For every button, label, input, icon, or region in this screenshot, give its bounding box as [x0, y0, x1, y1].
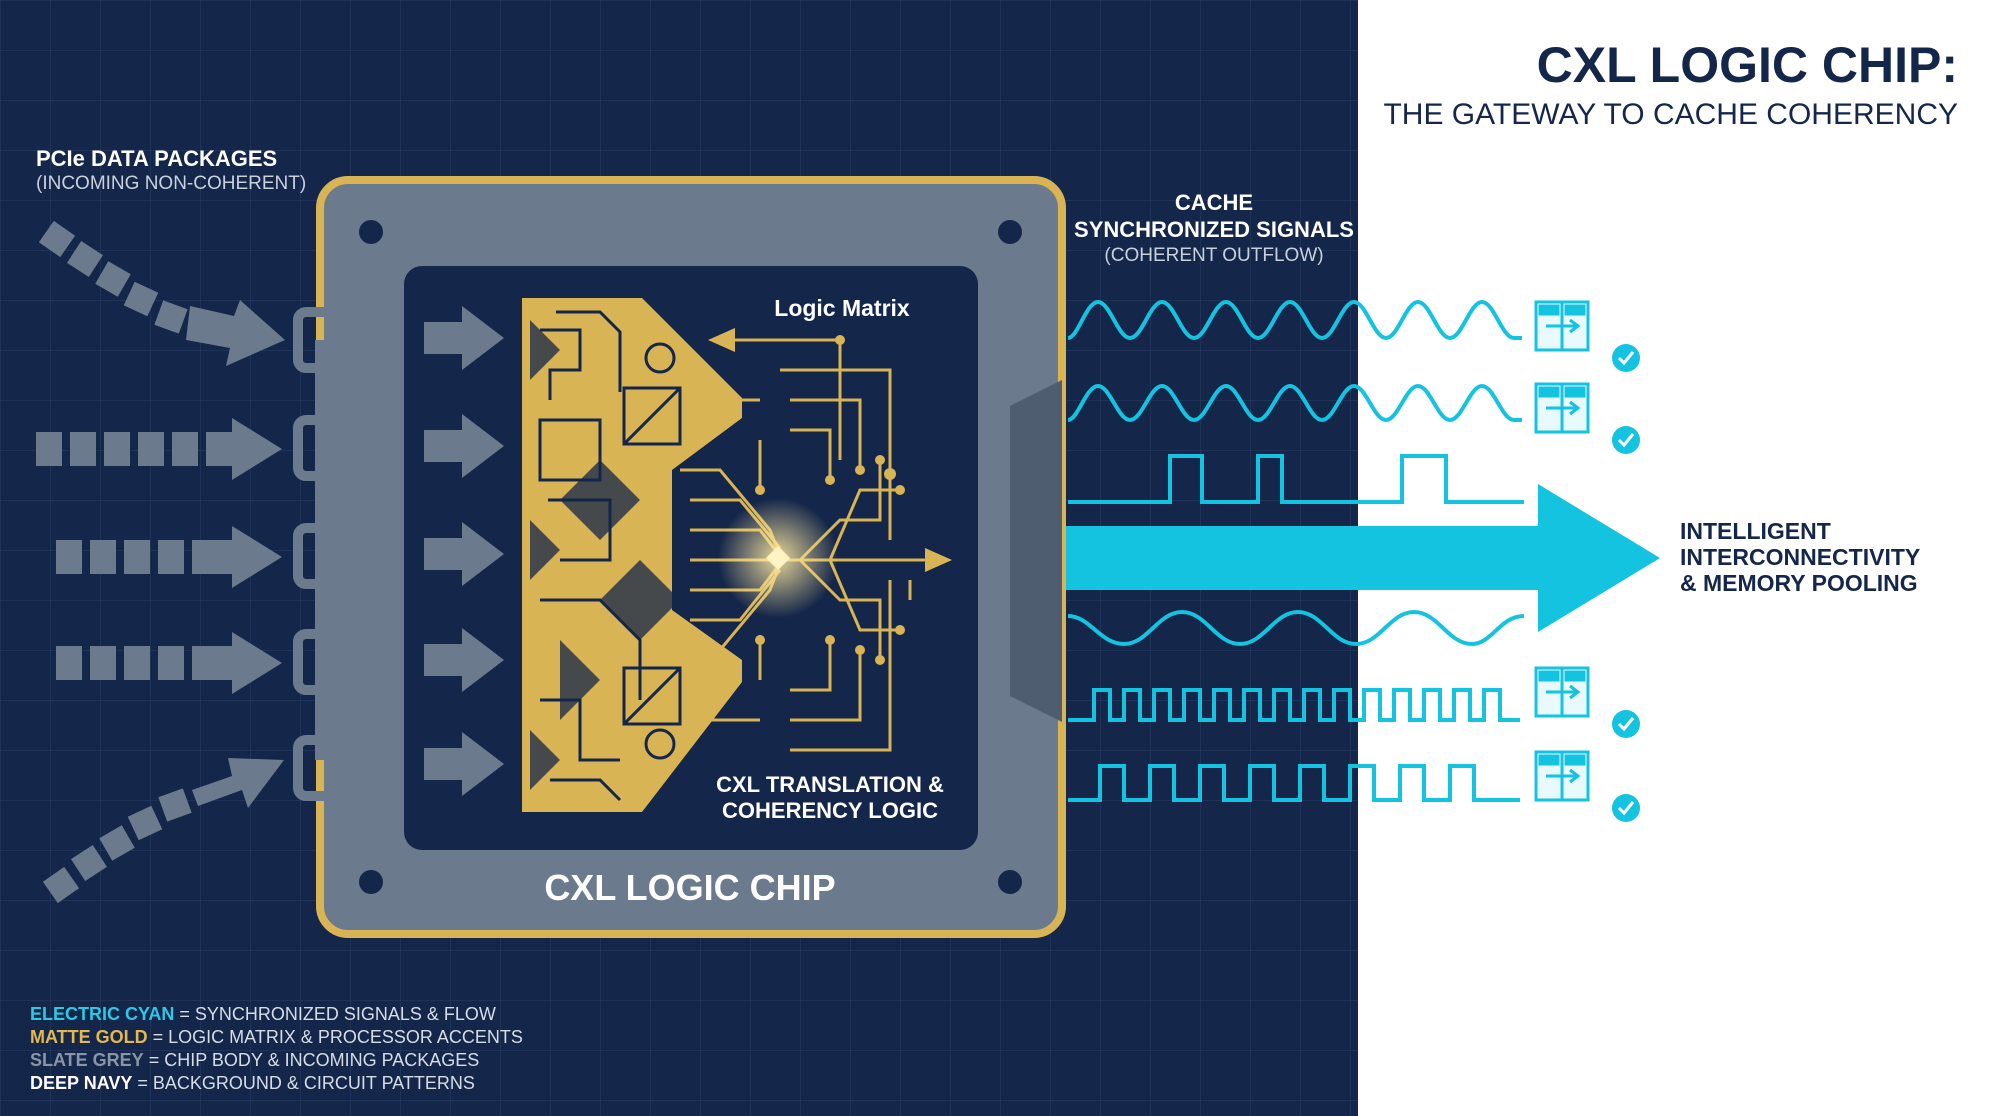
- legend-desc: = LOGIC MATRIX & PROCESSOR ACCENTS: [148, 1027, 523, 1047]
- legend-item: SLATE GREY = CHIP BODY & INCOMING PACKAG…: [30, 1050, 479, 1070]
- legend-key: SLATE GREY: [30, 1050, 144, 1070]
- logic-description-line2: COHERENCY LOGIC: [722, 798, 938, 823]
- internal-arrows: [424, 306, 504, 796]
- color-legend: ELECTRIC CYAN = SYNCHRONIZED SIGNALS & F…: [30, 1004, 523, 1093]
- output-label-line2: SYNCHRONIZED SIGNALS: [1074, 217, 1354, 242]
- packet-stream-5: [42, 758, 284, 904]
- cache-sync-icon: [1534, 750, 1640, 822]
- chip-screw: [998, 220, 1022, 244]
- sine-signal-3: [1067, 609, 1525, 647]
- chip: Logic Matrix CXL TRANSLATION & COHERENCY…: [293, 176, 1066, 938]
- input-label: PCIe DATA PACKAGES: [36, 146, 277, 171]
- chip-name: CXL LOGIC CHIP: [544, 867, 835, 908]
- legend-item: ELECTRIC CYAN = SYNCHRONIZED SIGNALS & F…: [30, 1004, 496, 1024]
- input-ports: [293, 307, 349, 801]
- destination-line2: INTERCONNECTIVITY: [1680, 544, 1920, 570]
- page-subtitle: THE GATEWAY TO CACHE COHERENCY: [1383, 98, 1958, 131]
- logic-matrix: [522, 298, 952, 812]
- cache-sync-icons: [1534, 300, 1640, 822]
- chip-screw: [359, 220, 383, 244]
- legend-key: MATTE GOLD: [30, 1027, 148, 1047]
- sine-signal-1: [1067, 299, 1522, 341]
- sine-signal-2: [1067, 383, 1522, 423]
- output-label-line1: CACHE: [1175, 190, 1253, 215]
- output-sublabel: (COHERENT OUTFLOW): [1104, 245, 1323, 266]
- legend-key: ELECTRIC CYAN: [30, 1004, 174, 1024]
- square-signal-2: [1068, 688, 1520, 722]
- packet-stream-2: [36, 418, 282, 480]
- packet-stream-1: [38, 220, 285, 366]
- cache-sync-icon: [1534, 666, 1640, 738]
- output-signals: [1067, 299, 1525, 802]
- square-signal-1: [1068, 454, 1524, 504]
- logic-matrix-label: Logic Matrix: [774, 295, 910, 321]
- input-sublabel: (INCOMING NON-COHERENT): [36, 173, 306, 194]
- cache-sync-icon: [1534, 382, 1640, 454]
- chip-output-notch: [1010, 380, 1062, 722]
- legend-key: DEEP NAVY: [30, 1073, 132, 1093]
- legend-desc: = BACKGROUND & CIRCUIT PATTERNS: [132, 1073, 475, 1093]
- page-title: CXL LOGIC CHIP:: [1537, 37, 1958, 93]
- legend-item: MATTE GOLD = LOGIC MATRIX & PROCESSOR AC…: [30, 1027, 523, 1047]
- legend-item: DEEP NAVY = BACKGROUND & CIRCUIT PATTERN…: [30, 1073, 475, 1093]
- cache-sync-icon: [1534, 300, 1640, 372]
- square-signal-3: [1068, 764, 1520, 802]
- coherent-flow-arrow: [1066, 484, 1660, 632]
- packet-stream-4: [56, 632, 282, 694]
- chip-screw: [359, 870, 383, 894]
- legend-desc: = SYNCHRONIZED SIGNALS & FLOW: [174, 1004, 496, 1024]
- legend-desc: = CHIP BODY & INCOMING PACKAGES: [144, 1050, 480, 1070]
- destination-line1: INTELLIGENT: [1680, 518, 1831, 544]
- destination-line3: & MEMORY POOLING: [1680, 570, 1918, 596]
- logic-core: [766, 546, 790, 570]
- packet-stream-3: [56, 526, 282, 588]
- incoming-packets: [36, 220, 285, 904]
- logic-description-line1: CXL TRANSLATION &: [716, 772, 944, 797]
- chip-screw: [998, 870, 1022, 894]
